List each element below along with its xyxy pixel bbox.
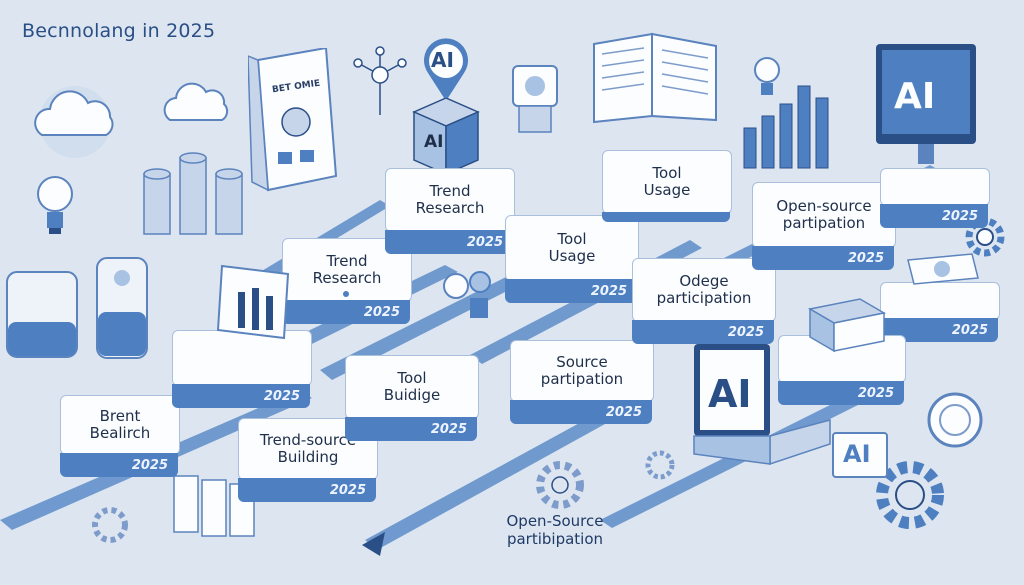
- chart-panel-icon: [216, 264, 290, 340]
- card-label: Odege participation: [656, 272, 752, 307]
- network-icon: [353, 46, 407, 115]
- machine-icon: [512, 65, 558, 133]
- book-icon: [248, 48, 338, 192]
- beaker-icon: [6, 271, 78, 358]
- card-trend-research-upper[interactable]: Trend Research 2025: [385, 168, 515, 258]
- laptop-icon: [693, 344, 831, 466]
- card-year: 2025: [857, 385, 894, 401]
- card-label: Source partipation: [540, 353, 624, 388]
- robot-icon: [443, 271, 491, 318]
- card-year: 2025: [941, 208, 978, 224]
- card-year: 2025: [329, 482, 366, 498]
- target-icon: [927, 392, 983, 448]
- card-label: Tool Usage: [548, 230, 596, 265]
- gear-icon: [536, 461, 584, 509]
- card-label: Trend Research: [312, 252, 382, 287]
- arrow-head-icon: [362, 532, 385, 556]
- card-label: Open-source partipation: [776, 197, 872, 232]
- bar-chart-icon: [743, 85, 829, 169]
- laptop-ai-label: AI: [708, 372, 752, 416]
- lightbulb-icon: [37, 176, 73, 234]
- monitor-icon: [876, 44, 976, 164]
- card-year: 2025: [430, 421, 467, 437]
- server-block-icon: [807, 298, 887, 353]
- card-open-source-participation-upper[interactable]: Open-source partipation 2025: [752, 182, 896, 274]
- card-label: Brent Bealirch: [89, 407, 151, 442]
- card-tool-usage-upper[interactable]: Tool Usage: [602, 150, 732, 222]
- hourglass-icon: [96, 257, 148, 359]
- card-label: Tool Buidige: [383, 369, 441, 404]
- monitor-ai-label: AI: [894, 76, 936, 117]
- ai-cube-icon: [412, 98, 480, 176]
- ai-tag-icon: [832, 432, 888, 478]
- card-year: 2025: [605, 404, 642, 420]
- ai-tag-label: AI: [843, 440, 871, 468]
- stacked-panels-icon: [907, 253, 979, 285]
- card-tool-buidige[interactable]: Tool Buidige 2025: [345, 355, 479, 445]
- card-label: Trend Research: [415, 182, 485, 217]
- open-source-participation-label: Open-Source partibipation: [506, 512, 604, 548]
- ai-cube-label: AI: [424, 132, 444, 152]
- data-cylinders-icon: [143, 152, 243, 235]
- document-icon: [593, 32, 717, 124]
- card-tool-usage-lower[interactable]: Tool Usage 2025: [505, 215, 639, 307]
- card-year: 2025: [466, 234, 503, 250]
- card-year: 2025: [263, 388, 300, 404]
- cloud-icon: [34, 86, 114, 158]
- ai-pin-label: AI: [431, 48, 454, 72]
- card-monitor[interactable]: 2025: [880, 168, 990, 232]
- gear-icon: [876, 461, 944, 529]
- card-year: 2025: [951, 322, 988, 338]
- card-chart[interactable]: 2025: [172, 330, 312, 412]
- card-year: 2025: [727, 324, 764, 340]
- card-label: Tool Usage: [643, 164, 691, 199]
- card-year: 2025: [590, 283, 627, 299]
- card-year: 2025: [847, 250, 884, 266]
- lightbulb-icon: [754, 57, 780, 95]
- card-source-partipation[interactable]: Source partipation 2025: [510, 340, 654, 428]
- gear-icon: [645, 450, 675, 480]
- cloud-icon: [163, 82, 229, 121]
- page-title: Becnnolang in 2025: [22, 20, 216, 42]
- card-brent-bealirch[interactable]: Brent Bealirch 2025: [60, 395, 180, 480]
- card-label: Trend-source Building: [259, 431, 357, 466]
- card-odege-participation[interactable]: Odege participation 2025: [632, 258, 776, 348]
- gear-icon: [92, 507, 128, 543]
- ai-pin-icon: [424, 38, 468, 101]
- card-year: 2025: [363, 304, 400, 320]
- card-year: 2025: [131, 457, 168, 473]
